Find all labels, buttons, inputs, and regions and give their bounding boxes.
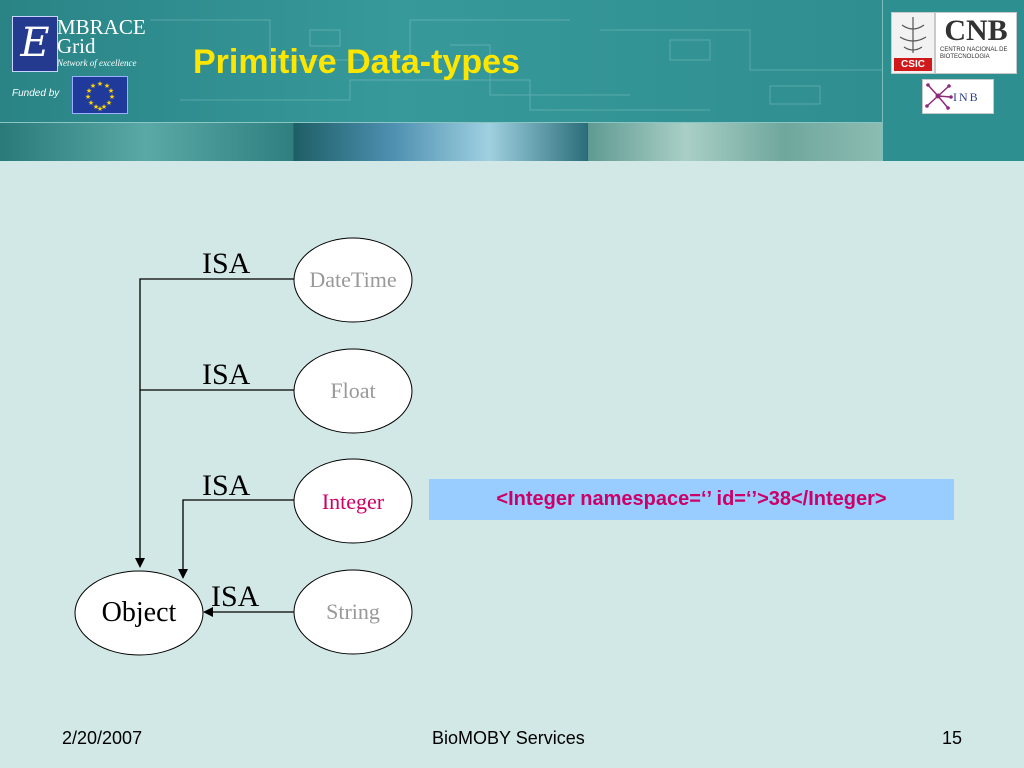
integer-example-box: <Integer namespace=‘’ id=‘’>38</Integer> [429, 479, 954, 520]
svg-text:★: ★ [106, 99, 112, 107]
embrace-title: MBRACE Grid [57, 15, 146, 58]
integer-example-text: <Integer namespace=‘’ id=‘’>38</Integer> [496, 488, 887, 510]
edge-label-datetime: ISA [202, 247, 251, 280]
footer-title: BioMOBY Services [432, 728, 585, 748]
csic-label: CSIC [894, 58, 932, 71]
node-object-label: Object [101, 597, 177, 628]
node-datetime [293, 237, 413, 323]
svg-text:★: ★ [108, 87, 114, 95]
footer-date: 2/20/2007 [62, 728, 143, 748]
inb-logo: INB [922, 79, 994, 114]
svg-text:★: ★ [97, 105, 103, 113]
svg-text:★: ★ [104, 82, 110, 90]
embrace-e-glyph: E [20, 20, 50, 66]
slide-title: Primitive Data-types [193, 43, 520, 81]
cnb-label: CNB [944, 14, 1008, 47]
svg-text:★: ★ [109, 93, 115, 101]
svg-text:★: ★ [90, 82, 96, 90]
node-float [293, 348, 413, 434]
edge-label-string: ISA [211, 580, 260, 613]
slide-header: E MBRACE Grid Network of excellence Fund… [0, 0, 1024, 161]
node-datetime-label: DateTime [309, 267, 397, 292]
node-string [293, 569, 413, 655]
node-string-label: String [326, 599, 380, 624]
node-integer [293, 458, 413, 544]
edge-integer-object [178, 499, 294, 579]
strip-image-2 [294, 123, 587, 161]
strip-image-1 [0, 123, 293, 161]
svg-text:★: ★ [88, 99, 94, 107]
edge-datetime-object [135, 278, 294, 568]
cnb-subtitle: CENTRO NACIONAL DE BIOTECNOLOGIA [940, 47, 1008, 60]
svg-text:★: ★ [97, 80, 103, 88]
edge-label-integer: ISA [202, 469, 251, 502]
header-banner [0, 0, 882, 122]
edge-label-float: ISA [202, 358, 251, 391]
inb-label: INB [953, 90, 980, 104]
node-float-label: Float [330, 378, 376, 403]
image-strip [0, 122, 882, 161]
eu-stars: ★★★ ★★★ ★★★ ★★★ [85, 80, 115, 113]
circuit-pattern [150, 19, 882, 111]
embrace-subtitle: Network of excellence [57, 58, 137, 68]
cnb-logo: CNB CENTRO NACIONAL DE BIOTECNOLOGIA [935, 12, 1017, 74]
funded-by-label: Funded by [12, 88, 60, 99]
eu-flag-icon: ★★★ ★★★ ★★★ ★★★ [72, 76, 128, 114]
strip-image-3 [588, 123, 882, 161]
node-integer-label: Integer [321, 489, 385, 514]
svg-text:★: ★ [101, 103, 107, 111]
node-object [74, 570, 204, 656]
svg-text:★: ★ [86, 87, 92, 95]
svg-text:★: ★ [85, 93, 91, 101]
csic-emblem-icon [899, 17, 927, 53]
csic-logo: CSIC [891, 12, 935, 74]
footer-page-number: 15 [942, 728, 963, 748]
inb-network-icon [925, 83, 953, 110]
embrace-logo: E [12, 16, 58, 72]
svg-text:★: ★ [93, 103, 99, 111]
